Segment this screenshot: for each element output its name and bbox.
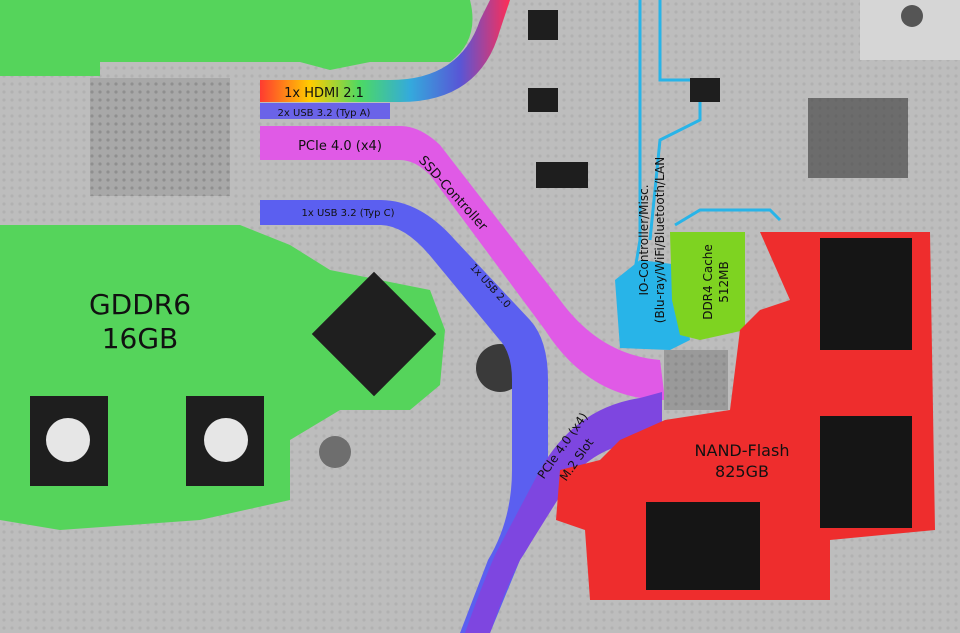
gddr-chip-left-mark (46, 418, 90, 462)
usb-typ-c-bus (260, 200, 548, 633)
usb-typ-c-label: 1x USB 3.2 (Typ C) (301, 208, 394, 219)
io-controller-region (615, 260, 690, 350)
nand-flash-label: NAND-Flash (695, 441, 790, 460)
chip-top-right-2 (690, 78, 720, 102)
ddr4-cache-region (670, 232, 745, 340)
hdmi-bus (260, 0, 510, 102)
mount-hole-small (319, 436, 351, 468)
soc-controller-chip (311, 271, 437, 397)
m2-slot-bus (465, 392, 662, 633)
gddr6-region (0, 0, 473, 70)
nand-chip-1 (820, 238, 912, 350)
gddr6-label: GDDR6 (89, 288, 191, 321)
io-controller-label: IO-Controller/Misc. (637, 184, 651, 295)
usb-typ-a-bus (260, 103, 390, 119)
io-controller-sub-label: (Blu-ray/WiFi/Bluetooth/LAN (653, 157, 667, 323)
chip-top-mid-1 (528, 10, 558, 40)
gddr6-top-edge (0, 62, 100, 76)
chip-top-right-1 (808, 98, 908, 178)
chip-mid-1 (536, 162, 588, 188)
pcie-ssd-bus (260, 126, 665, 400)
gddr-chip-right-mark (204, 418, 248, 462)
usb-typ-a-label: 2x USB 3.2 (Typ A) (278, 108, 371, 119)
nand-chip-2 (820, 416, 912, 528)
pcie-label: PCIe 4.0 (x4) (298, 139, 382, 154)
mount-hole-top-right (901, 5, 923, 27)
nand-chip-3 (646, 502, 760, 590)
gddr6-region-lower (0, 225, 445, 530)
gddr6-size-label: 16GB (102, 322, 179, 355)
ddr4-size-label: 512MB (717, 261, 731, 303)
soc-bga-pattern (90, 78, 230, 196)
chip-top-mid-2 (528, 88, 558, 112)
ssd-controller-pattern (664, 350, 728, 410)
nand-size-label: 825GB (715, 462, 769, 481)
ddr4-cache-label: DDR4 Cache (701, 244, 715, 320)
io-controller-trace-3 (674, 208, 782, 227)
hdmi-label: 1x HDMI 2.1 (284, 86, 364, 101)
